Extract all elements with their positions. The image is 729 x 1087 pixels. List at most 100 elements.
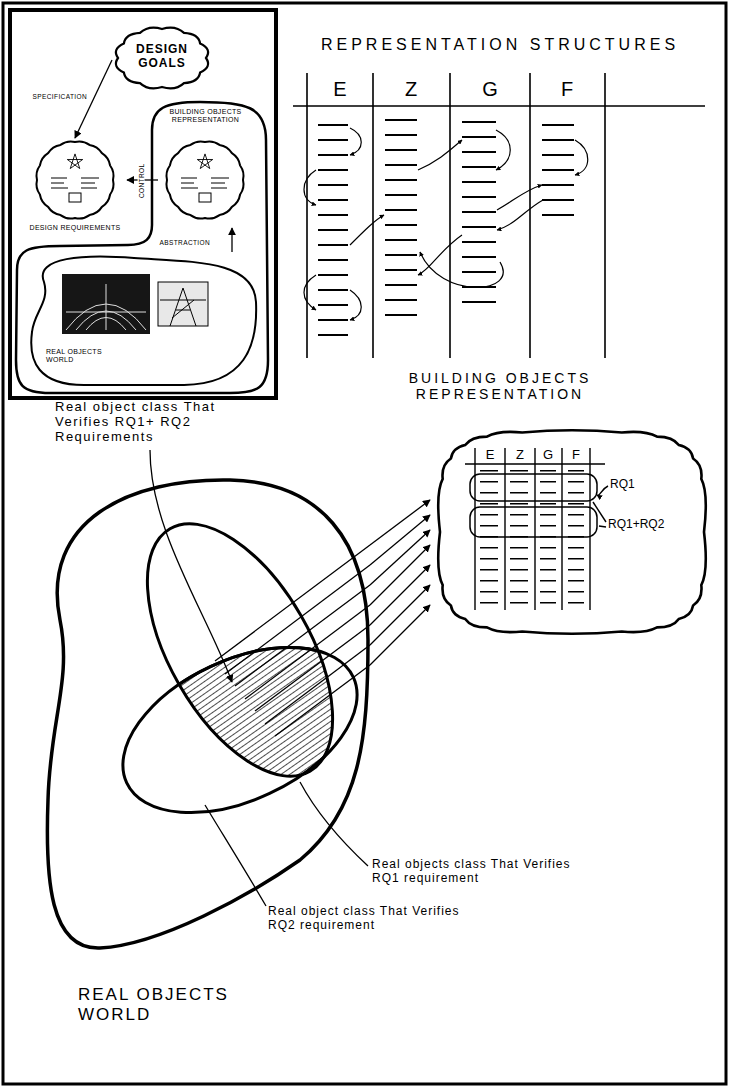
node-outline (24, 252, 260, 388)
requirements-circle: DESIGN REQUIREMENTS (25, 138, 127, 238)
tower-structure (160, 288, 206, 326)
grid-lines (465, 448, 605, 610)
dome-structure (66, 284, 146, 330)
entry-dashes (540, 470, 556, 606)
link-curve (350, 290, 361, 320)
structure-links (304, 128, 588, 320)
band-leader (593, 502, 606, 522)
representation-sketch (181, 154, 229, 202)
link-curve (350, 215, 384, 245)
node-text: REAL OBJECTS WORLD (46, 348, 106, 364)
representation-circle: BUILDING OBJECTS REPRESENTATION (158, 108, 253, 228)
mapping-tail (235, 585, 370, 686)
node-text: Z (396, 78, 426, 101)
tower-photo (158, 282, 208, 326)
link-curve (418, 235, 462, 275)
callout-note: Real objects class That Verifies RQ1 req… (372, 858, 572, 886)
representation-cloud: EZGF RQ1RQ1+RQ2 (430, 420, 715, 645)
node-text: Z (512, 448, 528, 463)
outline-shape (47, 480, 368, 948)
cloud-grid (465, 448, 608, 610)
requirements-sketch (51, 154, 99, 202)
connector-arrow (370, 530, 430, 585)
link-curve (304, 275, 316, 310)
node-text: BUILDING OBJECTS REPRESENTATION (163, 108, 248, 124)
outline-shape (31, 257, 256, 385)
connector-arrow (370, 605, 430, 665)
callout-note: Real object class That Verifies RQ1+ RQ2… (55, 400, 255, 445)
outline-shape (116, 28, 208, 89)
entry-dashes (510, 470, 528, 606)
small-box (199, 193, 211, 202)
node-outline (40, 470, 370, 1055)
connector-arrow (231, 228, 232, 252)
requirement-band (470, 474, 597, 501)
node-text: DESIGN GOALS (127, 43, 197, 71)
callout-note: Real object class That Verifies RQ2 requ… (268, 905, 468, 933)
node-text: F (552, 78, 582, 101)
node-text: F (568, 448, 584, 463)
node-outline (285, 28, 715, 408)
entry-dashes (318, 124, 348, 336)
star-symbol (67, 154, 82, 169)
edge-label: ABSTRACTION (159, 239, 212, 246)
node-text: E (325, 78, 355, 101)
node-text: E (482, 448, 498, 463)
entry-dashes (542, 124, 574, 216)
mapping-tail (265, 645, 370, 724)
edge-label: CONTROL (137, 162, 144, 199)
link-curve (304, 170, 316, 205)
node-outline (25, 138, 125, 238)
link-curve (420, 252, 503, 287)
mapping-tail (255, 625, 370, 711)
connector-arrow (370, 565, 430, 625)
connector-arrow (370, 585, 430, 645)
link-curve (575, 140, 588, 175)
scribble-lines (51, 178, 99, 188)
band-leader (599, 526, 606, 527)
node-text: REPRESENTATION STRUCTURES (285, 36, 715, 54)
link-curve (496, 130, 510, 170)
structure-grid (293, 73, 705, 358)
world-region: REAL OBJECTS WORLD (24, 252, 260, 388)
small-box (69, 193, 81, 202)
entry-dashes (385, 119, 417, 326)
link-curve (418, 140, 462, 170)
goal-cloud: DESIGN GOALS (112, 22, 212, 94)
dome-photo (62, 274, 150, 334)
node-text: RQ1 (610, 478, 650, 492)
entry-dashes (462, 121, 496, 303)
mapping-tails (215, 545, 370, 736)
link-curve (497, 200, 543, 230)
node-text: G (475, 78, 505, 101)
mapping-tail (225, 565, 370, 674)
link-curve (497, 185, 542, 210)
link-curve (350, 128, 361, 155)
page-frame (3, 3, 726, 1084)
rq1-class-region (109, 494, 370, 806)
requirement-band (470, 507, 597, 537)
mapping-tail (245, 605, 370, 699)
node-text: G (540, 448, 556, 463)
edge-label: SPECIFICATION (32, 93, 89, 100)
entry-dashes (568, 470, 584, 606)
star-symbol (197, 154, 212, 169)
scribble-lines (181, 178, 229, 188)
outline-shape (36, 141, 113, 218)
inset-enclosure (16, 102, 268, 393)
grid-lines (293, 73, 705, 358)
outline-shape (166, 141, 243, 218)
node-text: REAL OBJECTS WORLD (78, 985, 298, 1024)
node-text: RQ1+RQ2 (608, 518, 678, 532)
entry-dashes (480, 470, 498, 606)
callout-leaders (150, 450, 368, 906)
mapping-tail (275, 665, 370, 736)
node-text: DESIGN REQUIREMENTS (25, 224, 125, 232)
structure-table: REPRESENTATION STRUCTURESEZGFBUILDING OB… (285, 28, 717, 408)
node-outline (158, 108, 253, 228)
leader-line (205, 805, 266, 906)
connector-arrow (370, 545, 430, 605)
inset-frame (10, 10, 276, 398)
outline-shape (438, 430, 706, 634)
